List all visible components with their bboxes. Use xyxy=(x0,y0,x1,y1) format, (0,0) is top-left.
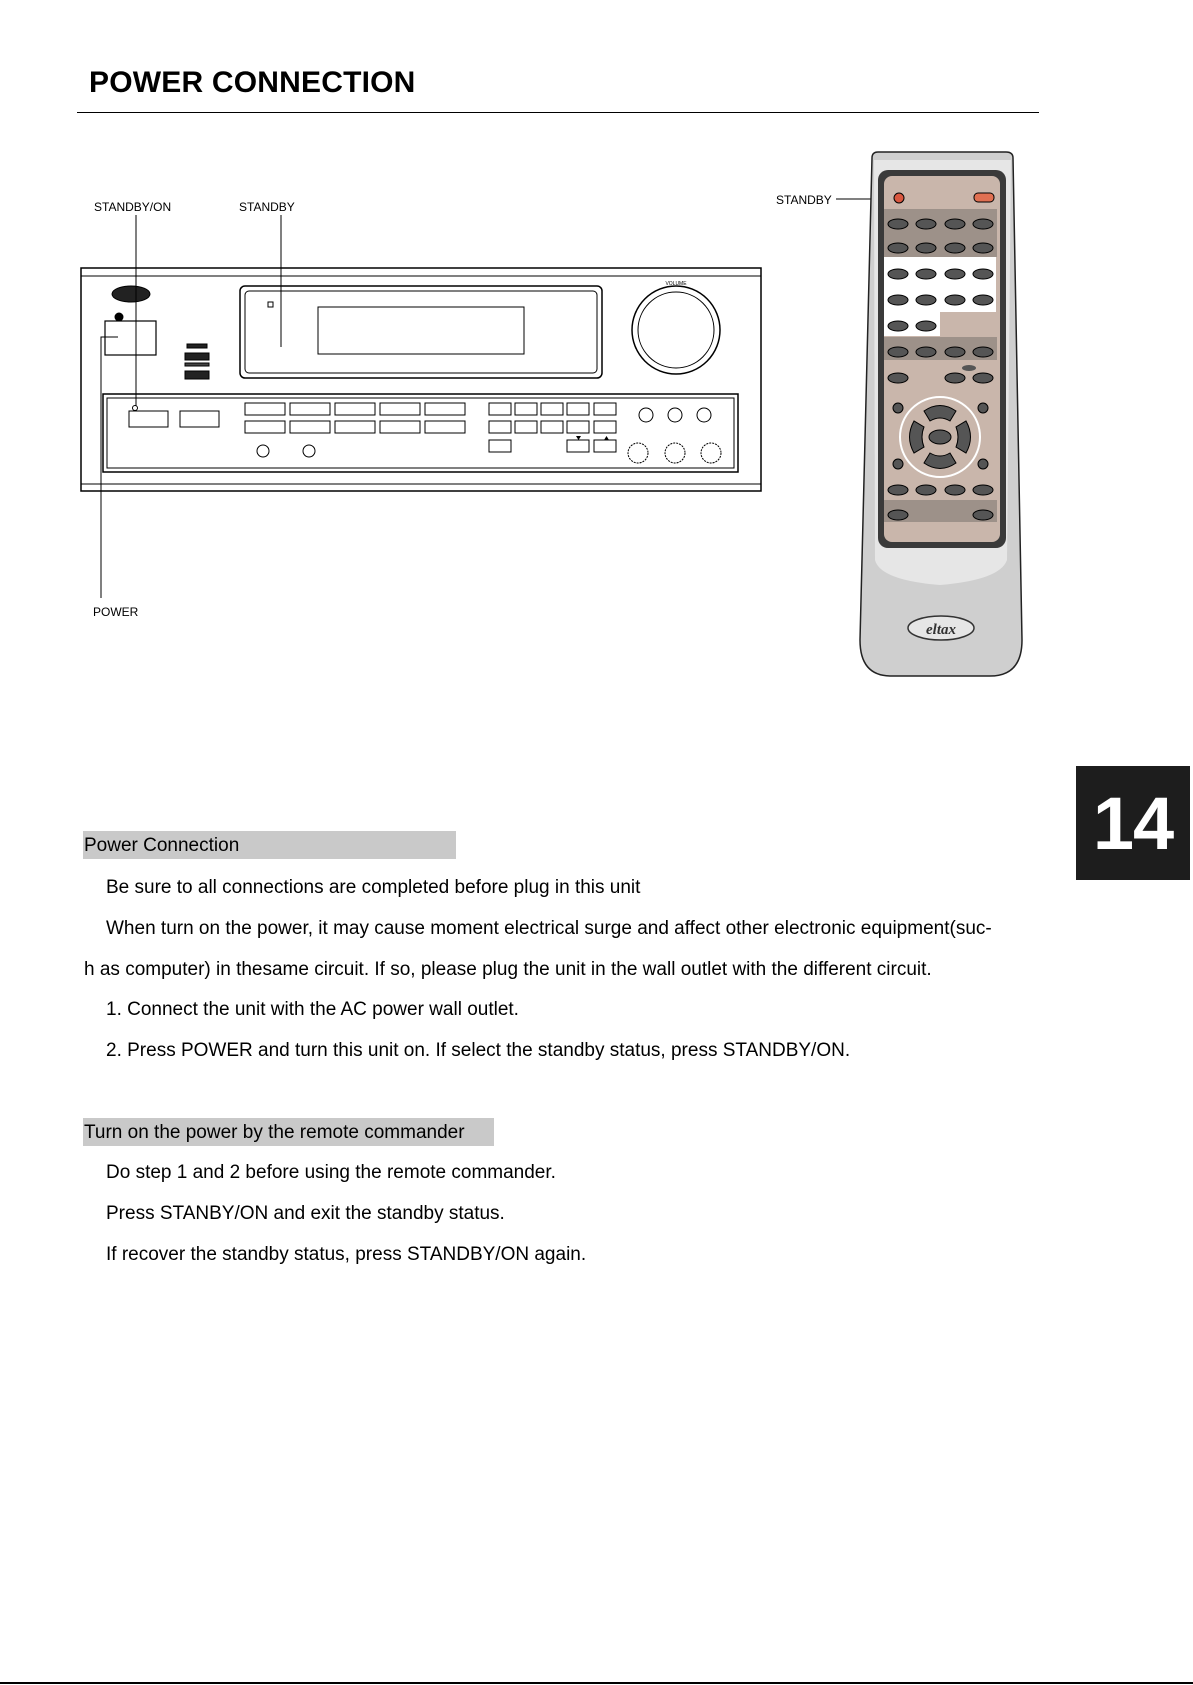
volume-label: VOLUME xyxy=(665,281,687,287)
remote-control xyxy=(859,151,1023,677)
page-number-tab: 14 xyxy=(1076,766,1190,880)
paragraph: Be sure to all connections are completed… xyxy=(106,877,641,898)
receiver-front-panel xyxy=(80,267,762,492)
section-heading-power-connection: Power Connection xyxy=(83,831,456,859)
page-title: POWER CONNECTION xyxy=(89,66,416,99)
bottom-divider xyxy=(0,1682,1193,1684)
label-standby-on: STANDBY/ON xyxy=(94,200,172,214)
section-heading-remote-power: Turn on the power by the remote commande… xyxy=(83,1118,494,1146)
title-divider xyxy=(77,112,1039,113)
callout-leaders xyxy=(100,198,894,598)
label-power: POWER xyxy=(93,605,139,619)
paragraph: h as computer) in thesame circuit. If so… xyxy=(84,959,932,980)
paragraph: Do step 1 and 2 before using the remote … xyxy=(106,1162,556,1183)
paragraph: When turn on the power, it may cause mom… xyxy=(106,918,992,939)
label-standby-receiver: STANDBY xyxy=(239,200,295,214)
paragraph: If recover the standby status, press STA… xyxy=(106,1244,587,1265)
list-item: 1. Connect the unit with the AC power wa… xyxy=(106,999,519,1020)
remote-brand-logo: eltax xyxy=(926,622,956,638)
list-item: 2. Press POWER and turn this unit on. If… xyxy=(106,1040,851,1061)
label-standby-remote: STANDBY xyxy=(776,193,832,207)
connection-figure: VOLUME xyxy=(80,151,1023,677)
paragraph: Press STANBY/ON and exit the standby sta… xyxy=(106,1203,505,1224)
